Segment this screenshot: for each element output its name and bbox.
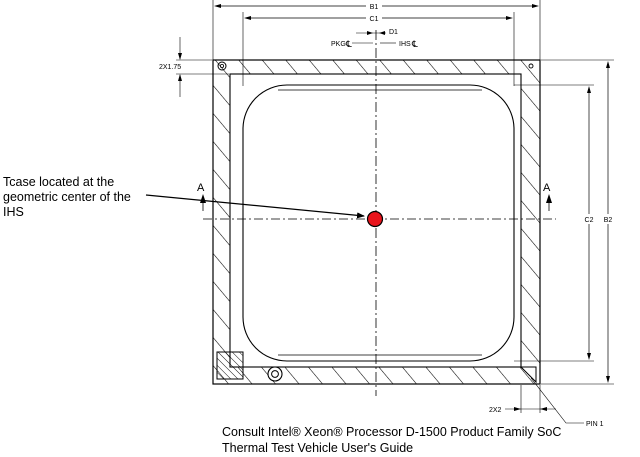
pin1-leader-line (530, 377, 584, 424)
c2-label-bg (581, 214, 597, 224)
b1-label: B1 (370, 4, 379, 11)
pkg-centerline-symbol: ℄ (345, 40, 352, 50)
b1-arrow-right (532, 4, 539, 8)
c2-arrow-bottom (587, 353, 591, 360)
corner-pad-bottom-left (216, 351, 244, 380)
tcase-callout-line-3: IHS (3, 205, 24, 219)
pin1-corner-notch (519, 366, 537, 384)
package-outline (212, 59, 541, 385)
ihs-centerline-symbol: ℄ (411, 40, 418, 50)
d1-label: D1 (389, 29, 398, 36)
caption-line-1: Consult Intel® Xeon® Processor D-1500 Pr… (222, 425, 562, 439)
corner-dot-top-right (528, 63, 534, 69)
corner-hole-top-left-inner (219, 64, 224, 69)
b2-label-bg (600, 214, 616, 224)
corner-hole-top-left (217, 61, 227, 71)
corner-hole-bottom (267, 366, 283, 382)
section-label-right: A (543, 182, 551, 194)
tcase-callout-line-2: geometric center of the (3, 190, 131, 204)
tcase-callout-line-1: Tcase located at the (3, 175, 115, 189)
two-x2-arrow-right (540, 407, 547, 411)
b2-arrow-bottom (606, 376, 610, 383)
two-x-175-label: 2X1.75 (159, 64, 181, 71)
two-x2-arrow-left (514, 407, 521, 411)
pkg-center-label: PKG (331, 41, 346, 48)
b2-label: B2 (604, 217, 613, 224)
section-arrow-left-head (200, 194, 206, 203)
b1-arrow-left (214, 4, 221, 8)
c2-label: C2 (585, 217, 594, 224)
c2-arrow-top (587, 86, 591, 93)
tcase-callout: Tcase located at the geometric center of… (3, 175, 153, 220)
tcase-marker (366, 210, 384, 228)
ihs-top-surface (242, 84, 515, 362)
c1-arrow-right (506, 16, 513, 20)
two-x-175-arrow-top (178, 53, 182, 60)
ihs-inner-outline (229, 73, 522, 368)
caption-line-2: Thermal Test Vehicle User's Guide (222, 441, 414, 455)
ihs-center-label: IHS (399, 41, 411, 48)
pin1-label: PIN 1 (586, 421, 604, 428)
d1-arrow-right (379, 31, 385, 35)
two-x2-label: 2X2 (489, 407, 502, 414)
c1-label: C1 (370, 16, 379, 23)
c1-arrow-left (244, 16, 251, 20)
c1-label-bg (366, 13, 382, 23)
b2-arrow-top (606, 61, 610, 68)
b1-label-bg (366, 1, 382, 11)
corner-hole-bottom-inner (271, 370, 279, 378)
reference-caption: Consult Intel® Xeon® Processor D-1500 Pr… (222, 424, 632, 456)
section-arrow-right-head (546, 194, 552, 203)
two-x-175-arrow-bottom (178, 74, 182, 81)
d1-arrow-left (367, 31, 373, 35)
section-label-left: A (197, 182, 205, 194)
callout-leader-line (145, 194, 365, 219)
